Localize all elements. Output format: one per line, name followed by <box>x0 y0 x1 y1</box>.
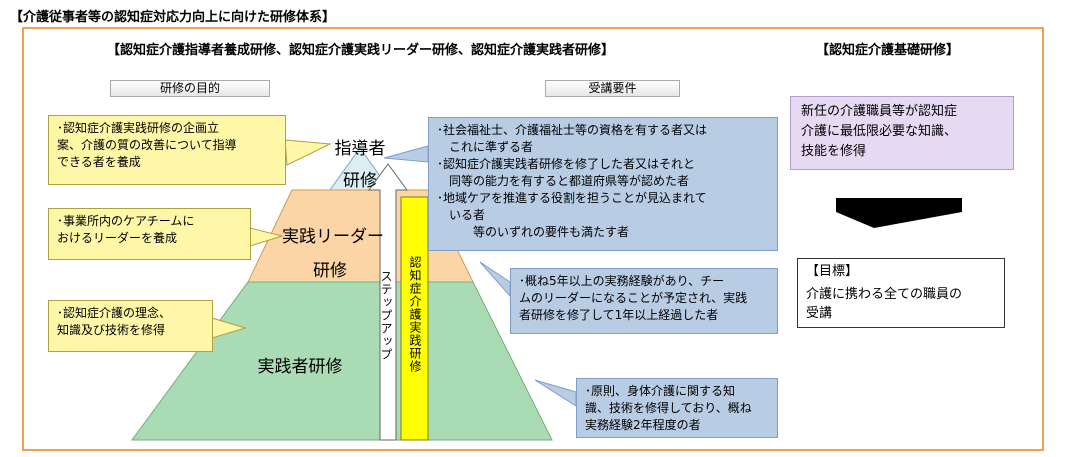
tier-top-label-2: 研修 <box>343 171 377 191</box>
requirement-trainer-line-5: ･地域ケアを推進する役割を担うことが見込まれて <box>437 191 707 205</box>
requirement-practitioner-line-2: 識、技術を修得しており、概ね <box>585 401 752 415</box>
requirement-trainer-line-3: ･認知症介護実践者研修を修了した者又はそれと <box>437 157 696 171</box>
down-arrow-body <box>836 183 962 228</box>
purpose-callout-practitioner: ･認知症介護の理念、 知識及び技術を修得 <box>48 300 213 352</box>
tier-top-label-1: 指導者 <box>334 139 386 159</box>
left-heading: 【認知症介護指導者養成研修、認知症介護実践リーダー研修、認知症介護実践者研修】 <box>107 43 615 58</box>
requirement-callout-practitioner: ･原則、身体介護に関する知 識、技術を修得しており、概ね 実務経験2年程度の者 <box>576 378 778 438</box>
practice-training-label: 認知症介護実践研修 <box>408 256 422 373</box>
purpose-leader-line-2: おけるリーダーを養成 <box>57 231 178 245</box>
requirement-pointer-mid <box>479 261 511 298</box>
scroll-banner-requirements: 受講要件 <box>545 80 680 97</box>
page-title: 【介護従事者等の認知症対応力向上に向けた研修体系】 <box>10 10 336 25</box>
step-up-arrow <box>368 163 408 441</box>
tier-bottom-label: 実践者研修 <box>257 357 343 377</box>
requirement-trainer-line-4: 同等の能力を有すると都道府県等が認めた者 <box>437 174 690 188</box>
requirement-trainer-line-7: 等のいずれの要件も満たす者 <box>437 225 630 239</box>
requirement-pointer-bottom <box>534 379 577 407</box>
basic-training-box: 新任の介護職員等が認知症 介護に最低限必要な知識、 技能を修得 <box>790 96 1014 170</box>
pyramid-tier-practitioner <box>131 281 553 441</box>
basic-training-line-3: 技能を修得 <box>801 144 867 159</box>
requirement-leader-line-3: 者研修を修了して1年以上経過した者 <box>519 308 719 322</box>
requirement-callout-leader: ･概ね5年以上の実務経験があり、チー ムのリーダーになることが予定され、実践 者… <box>510 268 778 334</box>
right-heading: 【認知症介護基礎研修】 <box>816 43 960 58</box>
requirement-callout-trainer: ･社会福祉士、介護福祉士等の資格を有する者又は これに準ずる者 ･認知症介護実践… <box>428 117 778 251</box>
purpose-callout-leader: ･事業所内のケアチームに おけるリーダーを養成 <box>48 208 251 260</box>
requirement-trainer-line-6: いる者 <box>437 208 486 222</box>
requirement-leader-line-2: ムのリーダーになることが予定され、実践 <box>519 291 748 305</box>
requirement-trainer-line-1: ･社会福祉士、介護福祉士等の資格を有する者又は <box>437 123 708 137</box>
goal-text-line-1: 介護に携わる全ての職員の <box>806 287 963 302</box>
basic-training-line-1: 新任の介護職員等が認知症 <box>801 104 958 119</box>
purpose-practitioner-line-2: 知識及び技術を修得 <box>57 323 166 337</box>
goal-text-line-2: 受講 <box>806 306 833 321</box>
requirement-practitioner-line-3: 実務経験2年程度の者 <box>585 418 701 432</box>
basic-training-line-2: 介護に最低限必要な知識、 <box>801 124 958 139</box>
requirement-leader-line-1: ･概ね5年以上の実務経験があり、チー <box>519 274 725 288</box>
purpose-practitioner-line-1: ･認知症介護の理念、 <box>57 306 172 320</box>
purpose-callout-trainer: ･認知症介護実践研修の企画立 案、介護の質の改善について指導 できる者を養成 <box>48 115 286 185</box>
step-up-label: ステップアップ <box>379 270 393 361</box>
purpose-trainer-line-1: ･認知症介護実践研修の企画立 <box>57 121 220 135</box>
tier-mid-label-1: 実践リーダー <box>282 227 384 247</box>
practice-training-bar <box>400 196 429 441</box>
scroll-banner-purpose: 研修の目的 <box>110 80 270 97</box>
purpose-trainer-line-2: 案、介護の質の改善について指導 <box>57 138 237 152</box>
callout-pointer-top <box>284 139 332 166</box>
tier-mid-label-2: 研修 <box>313 261 347 281</box>
requirement-practitioner-line-1: ･原則、身体介護に関する知 <box>585 384 736 398</box>
goal-label: 【目標】 <box>806 264 859 279</box>
goal-box: 【目標】 介護に携わる全ての職員の 受講 <box>797 258 1005 328</box>
purpose-trainer-line-3: できる者を養成 <box>57 155 141 169</box>
requirement-trainer-line-2: これに準ずる者 <box>437 140 534 154</box>
purpose-leader-line-1: ･事業所内のケアチームに <box>57 214 195 228</box>
